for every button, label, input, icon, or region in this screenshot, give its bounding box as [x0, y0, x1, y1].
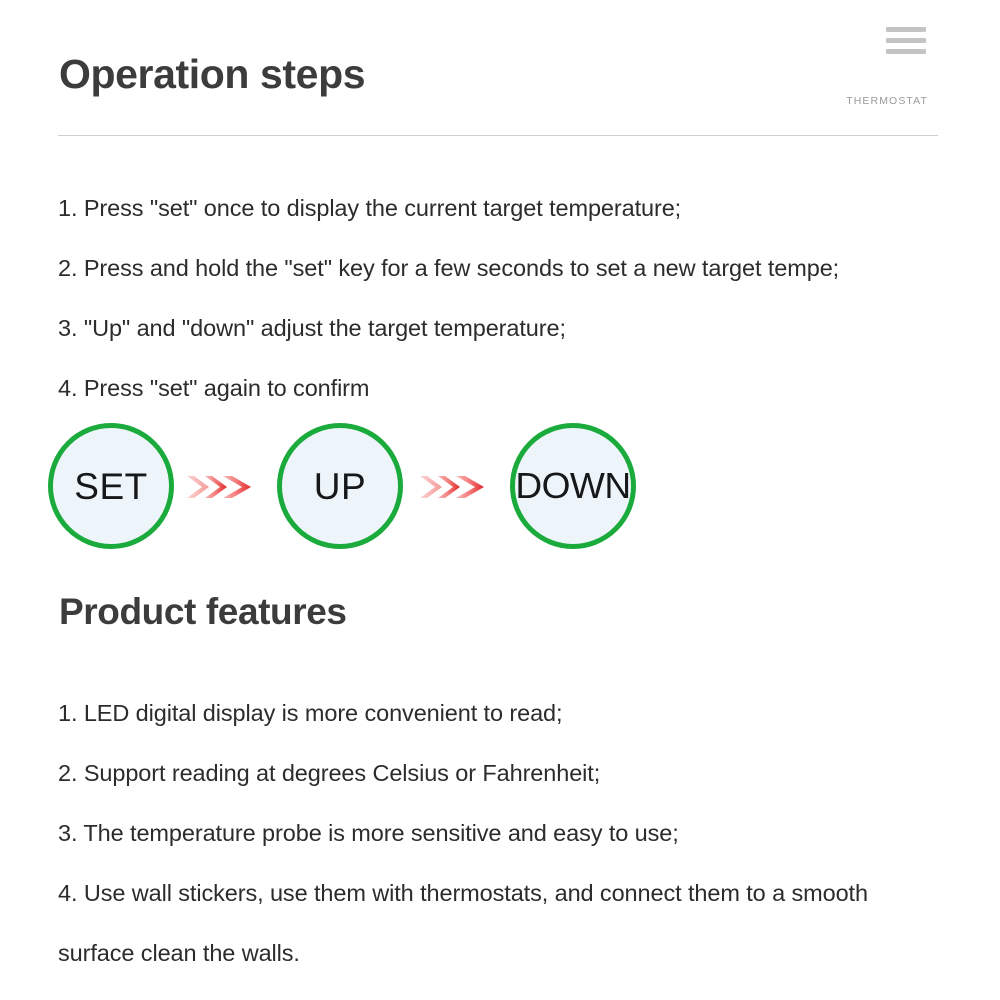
down-button-label: DOWN [515, 465, 631, 506]
operation-steps-list: 1. Press "set" once to display the curre… [58, 178, 958, 418]
brand-tag: THERMOSTAT [846, 95, 928, 107]
list-item: 4. Use wall stickers, use them with ther… [58, 880, 868, 966]
hamburger-bar-2 [886, 38, 926, 43]
list-item: 4. Press "set" again to confirm [58, 375, 370, 401]
hamburger-bar-1 [886, 27, 926, 32]
set-button-label: SET [74, 465, 148, 507]
arrow-up-to-down-icon [418, 470, 498, 504]
list-item: 3. The temperature probe is more sensiti… [58, 820, 679, 846]
hamburger-bar-3 [886, 49, 926, 54]
product-features-title: Product features [59, 591, 347, 632]
list-item: 3. "Up" and "down" adjust the target tem… [58, 315, 566, 341]
set-button-circle[interactable]: SET [48, 423, 174, 549]
hamburger-menu-icon[interactable] [886, 27, 926, 55]
down-button-circle[interactable]: DOWN [510, 423, 636, 549]
list-item: 2. Support reading at degrees Celsius or… [58, 760, 601, 786]
header-divider [58, 135, 938, 136]
list-item: 1. Press "set" once to display the curre… [58, 195, 682, 221]
arrow-set-to-up-icon [185, 470, 265, 504]
product-features-list: 1. LED digital display is more convenien… [58, 683, 938, 983]
up-button-circle[interactable]: UP [277, 423, 403, 549]
page-title: Operation steps [59, 51, 366, 97]
page-header: Operation steps THERMOSTAT [0, 0, 1000, 136]
list-item: 1. LED digital display is more convenien… [58, 700, 563, 726]
button-flow-diagram: SET UP [48, 423, 648, 551]
list-item: 2. Press and hold the "set" key for a fe… [58, 255, 840, 281]
up-button-label: UP [313, 465, 367, 507]
